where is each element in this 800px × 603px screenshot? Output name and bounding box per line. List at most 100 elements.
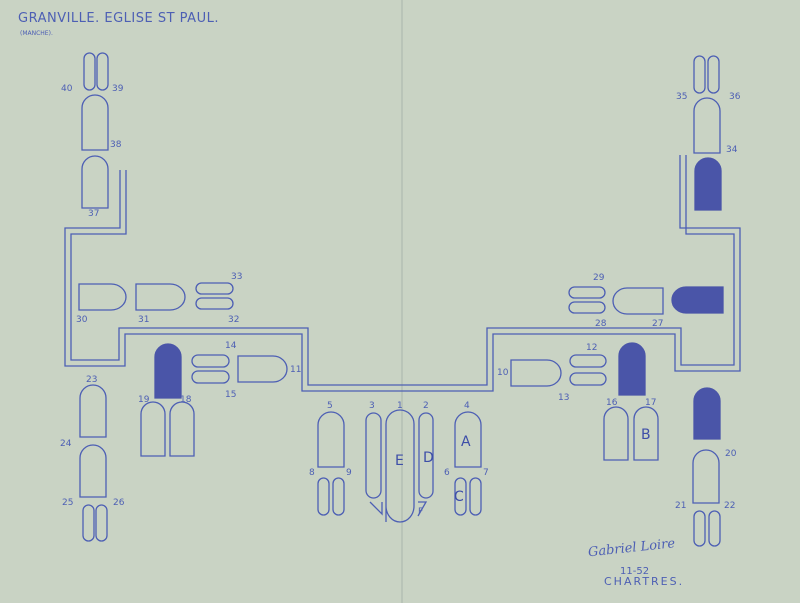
number-11: 11 [290, 365, 301, 375]
window-29[interactable] [568, 286, 606, 299]
window-8[interactable] [317, 477, 330, 516]
number-2: 2 [423, 401, 429, 411]
number-27: 27 [652, 319, 663, 329]
signature-place: CHARTRES. [604, 575, 684, 588]
window-33[interactable] [195, 282, 234, 295]
number-20: 20 [725, 449, 737, 459]
window-31[interactable] [135, 283, 186, 311]
letter-a: A [461, 434, 471, 450]
window-2[interactable] [418, 412, 434, 499]
number-12: 12 [586, 343, 597, 353]
number-16: 16 [606, 398, 618, 408]
number-31: 31 [138, 315, 149, 325]
window-letters: A B C D E F [395, 427, 651, 517]
window-37[interactable] [81, 155, 109, 209]
window-23[interactable] [79, 384, 107, 438]
window-22[interactable] [708, 510, 721, 547]
number-4: 4 [464, 401, 470, 411]
signature-date: 11-52 [620, 566, 649, 577]
number-10: 10 [497, 368, 509, 378]
window-19[interactable] [140, 401, 166, 457]
letter-e: E [395, 453, 404, 469]
window-filled-right-transept[interactable] [671, 286, 724, 314]
window-3[interactable] [365, 412, 382, 499]
window-13[interactable] [569, 372, 607, 386]
signature-block: Gabriel Loire 11-52 CHARTRES. [587, 536, 684, 588]
number-8: 8 [309, 468, 315, 478]
signature-name: Gabriel Loire [587, 536, 676, 560]
windows-layer [78, 52, 724, 547]
number-7: 7 [483, 468, 489, 478]
window-30[interactable] [78, 283, 127, 311]
plan-subtitle: (MANCHE). [20, 30, 53, 37]
plan-title: GRANVILLE. EGLISE ST PAUL. [18, 11, 219, 26]
number-32: 32 [228, 315, 239, 325]
number-38: 38 [110, 140, 122, 150]
window-14[interactable] [191, 354, 230, 368]
number-25: 25 [62, 498, 73, 508]
window-f-base [417, 501, 428, 517]
window-9[interactable] [332, 477, 345, 516]
number-6: 6 [444, 468, 450, 478]
number-34: 34 [726, 145, 738, 155]
window-4[interactable] [454, 411, 482, 468]
window-21[interactable] [693, 510, 706, 547]
number-24: 24 [60, 439, 72, 449]
number-30: 30 [76, 315, 88, 325]
window-36[interactable] [707, 55, 720, 94]
number-14: 14 [225, 341, 237, 351]
window-filled-right-lower[interactable] [693, 387, 721, 440]
window-6[interactable] [454, 477, 467, 516]
window-17[interactable] [633, 406, 659, 461]
window-filled-right-nave[interactable] [618, 342, 646, 396]
number-23: 23 [86, 375, 97, 385]
window-25[interactable] [82, 504, 95, 542]
window-numbers: 40 39 38 37 30 31 33 32 14 15 11 19 18 2… [60, 84, 741, 511]
number-5: 5 [327, 401, 333, 411]
number-19: 19 [138, 395, 150, 405]
window-15[interactable] [191, 370, 230, 384]
window-1[interactable] [385, 409, 415, 523]
window-12[interactable] [569, 354, 607, 368]
number-37: 37 [88, 209, 99, 219]
window-40[interactable] [83, 52, 96, 91]
window-11[interactable] [237, 355, 288, 383]
window-5[interactable] [317, 411, 345, 468]
window-38[interactable] [81, 94, 109, 151]
number-26: 26 [113, 498, 125, 508]
window-filled-right-top[interactable] [694, 157, 722, 211]
window-filled-left[interactable] [154, 343, 182, 399]
window-10[interactable] [510, 359, 562, 387]
window-7[interactable] [469, 477, 482, 516]
number-15: 15 [225, 390, 236, 400]
number-33: 33 [231, 272, 242, 282]
letter-d: D [423, 450, 434, 466]
window-39[interactable] [96, 52, 109, 91]
number-17: 17 [645, 398, 656, 408]
window-28[interactable] [568, 301, 606, 314]
window-3-base [369, 501, 383, 516]
number-3: 3 [369, 401, 375, 411]
window-32[interactable] [195, 297, 234, 310]
letter-b: B [641, 427, 651, 443]
number-29: 29 [593, 273, 605, 283]
number-13: 13 [558, 393, 569, 403]
window-35[interactable] [693, 55, 706, 94]
number-39: 39 [112, 84, 124, 94]
window-16[interactable] [603, 406, 629, 461]
window-27[interactable] [612, 287, 664, 315]
window-34[interactable] [693, 97, 721, 154]
number-22: 22 [724, 501, 735, 511]
window-20[interactable] [692, 449, 720, 504]
number-18: 18 [180, 395, 192, 405]
number-28: 28 [595, 319, 607, 329]
number-21: 21 [675, 501, 686, 511]
number-1: 1 [397, 401, 403, 411]
number-40: 40 [61, 84, 73, 94]
window-26[interactable] [95, 504, 108, 542]
window-24[interactable] [79, 444, 107, 498]
number-9: 9 [346, 468, 352, 478]
window-18[interactable] [169, 401, 195, 457]
letter-f: F [418, 507, 423, 517]
